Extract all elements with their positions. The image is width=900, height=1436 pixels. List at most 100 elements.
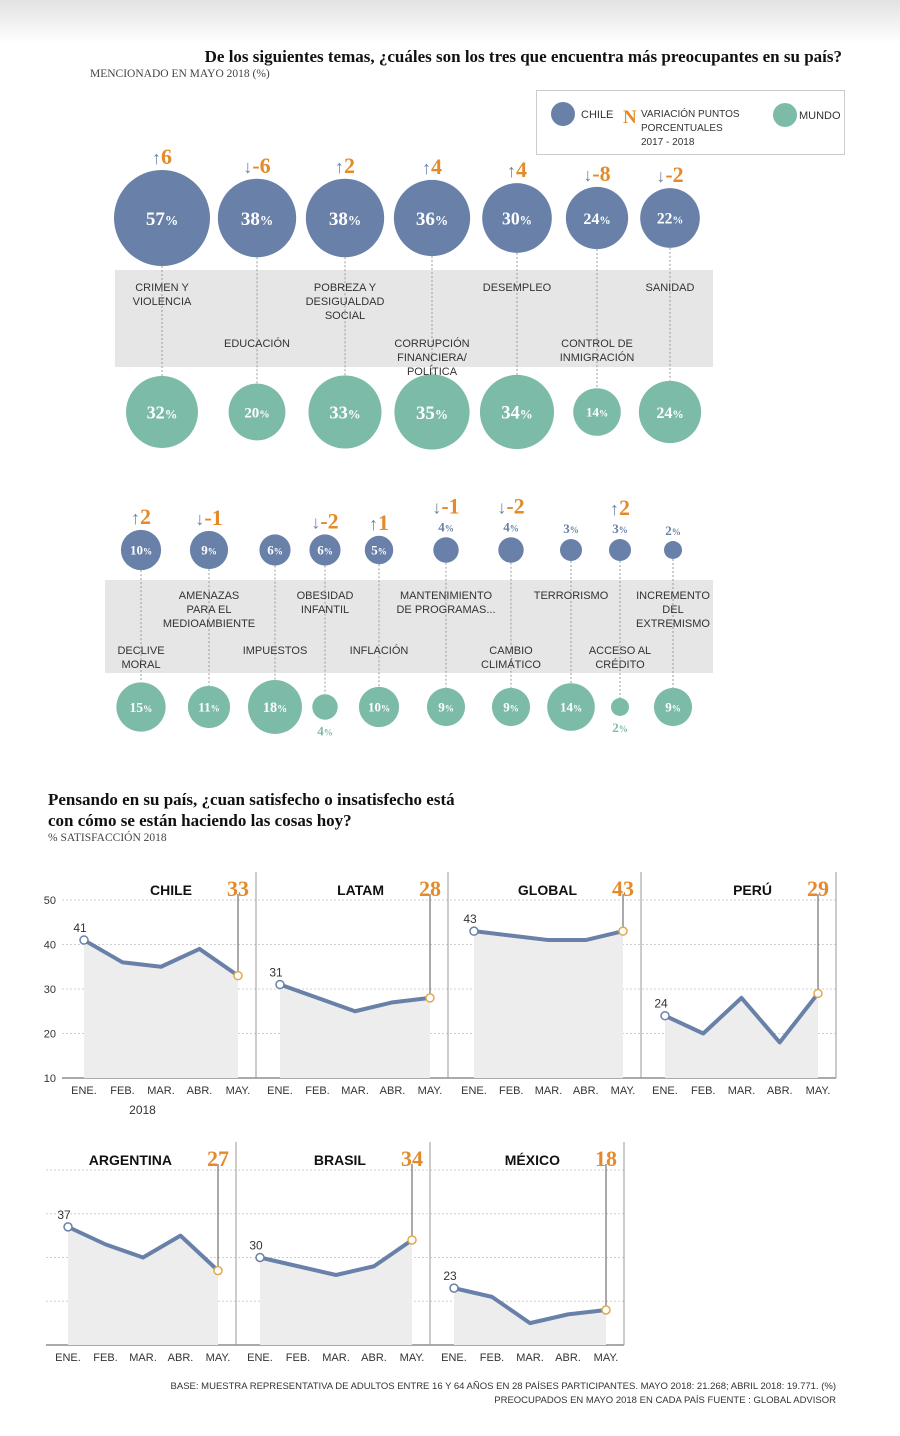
topic-label: PARA EL <box>186 604 231 616</box>
legend-variation-line1: VARIACIÓN PUNTOS <box>641 107 740 120</box>
x-tick-label: MAY. <box>400 1352 425 1364</box>
x-tick-label: ENE. <box>461 1085 487 1097</box>
series-name: PERÚ <box>733 881 772 898</box>
chile-value-label: 57% <box>146 209 178 230</box>
first-value-label: 23 <box>443 1269 457 1283</box>
mundo-bubble <box>547 683 595 731</box>
series-line <box>66 1224 220 1273</box>
topic-label: EXTREMISMO <box>636 618 710 630</box>
chile-bubble <box>559 538 583 562</box>
y-tick-label: 50 <box>44 895 56 907</box>
first-point-marker <box>79 935 89 945</box>
variation-label: ↓-2 <box>311 508 338 533</box>
topic-label: EDUCACIÓN <box>224 337 290 350</box>
last-point-marker <box>213 1265 223 1276</box>
line-chart-title-line2: con cómo se están haciendo las cosas hoy… <box>48 811 352 830</box>
chile-value-label: 6% <box>267 543 283 558</box>
chile-value-label: 3% <box>612 521 628 536</box>
last-value-label: 28 <box>419 876 441 901</box>
first-point-marker <box>449 1283 459 1293</box>
variation-label: ↑2 <box>131 504 151 529</box>
first-point-marker <box>275 979 285 990</box>
chile-value-label: 30% <box>502 208 532 228</box>
mundo-bubble <box>394 374 470 450</box>
last-value-label: 34 <box>401 1146 423 1171</box>
topic-label: INFANTIL <box>301 604 349 616</box>
year-label: 2018 <box>129 1103 156 1117</box>
x-tick-label: MAY. <box>594 1352 619 1364</box>
series-line <box>82 938 240 978</box>
bubble-chart-title: De los siguientes temas, ¿cuáles son los… <box>204 47 842 66</box>
chile-value-label: 22% <box>657 211 683 228</box>
x-tick-label: FEB. <box>480 1352 504 1364</box>
y-tick-label: 20 <box>44 1029 56 1041</box>
x-tick-label: MAY. <box>611 1085 636 1097</box>
footer-note: BASE: MUESTRA REPRESENTATIVA DE ADULTOS … <box>171 1380 836 1408</box>
mundo-value-label: 11% <box>198 700 219 715</box>
variation-label: ↓-2 <box>656 162 683 187</box>
topic-label: CORRUPCIÓN <box>394 337 469 350</box>
topic-label: OBESIDAD <box>297 590 354 602</box>
series-line <box>452 1286 608 1326</box>
chile-bubble <box>364 535 394 565</box>
x-tick-label: ABR. <box>380 1085 406 1097</box>
mundo-bubble <box>308 375 382 449</box>
first-point-marker <box>255 1252 265 1263</box>
topic-label: INFLACIÓN <box>350 644 409 657</box>
chile-value-label: 5% <box>371 543 387 558</box>
variation-label: ↓-1 <box>195 505 222 530</box>
mundo-value-label: 14% <box>560 700 582 715</box>
mundo-value-label: 18% <box>263 700 287 716</box>
topic-label: CAMBIO <box>489 645 533 657</box>
line-chart-title: Pensando en su país, ¿cuan satisfecho o … <box>48 789 455 831</box>
first-value-label: 24 <box>654 997 668 1011</box>
variation-label: ↓-6 <box>243 153 270 178</box>
x-tick-label: FEB. <box>93 1352 117 1364</box>
mundo-bubble <box>228 383 286 441</box>
topic-label: CRIMEN Y <box>135 282 189 294</box>
legend-variation-line2: PORCENTUALES <box>641 123 723 134</box>
x-tick-label: ABR. <box>767 1085 793 1097</box>
x-tick-label: MAR. <box>129 1352 157 1364</box>
chile-value-label: 6% <box>317 543 333 558</box>
x-tick-label: ABR. <box>361 1352 387 1364</box>
legend-variation-line3: 2017 - 2018 <box>641 137 695 148</box>
x-tick-label: FEB. <box>499 1085 523 1097</box>
mundo-bubble <box>312 694 338 720</box>
series-name: CHILE <box>150 882 192 898</box>
last-value-label: 18 <box>595 1146 617 1171</box>
mundo-bubble <box>248 680 302 734</box>
last-value-label: 33 <box>227 876 249 901</box>
mundo-value-label: 35% <box>416 403 448 424</box>
series-area <box>280 984 430 1078</box>
last-value-label: 29 <box>807 876 829 901</box>
mundo-bubble <box>126 376 198 448</box>
chile-bubble <box>565 186 629 250</box>
y-tick-label: 30 <box>44 984 56 996</box>
x-tick-label: ENE. <box>71 1085 97 1097</box>
x-tick-label: ABR. <box>187 1085 213 1097</box>
chile-value-label: 4% <box>503 519 519 534</box>
topic-label: MORAL <box>121 659 160 671</box>
series-line <box>472 929 625 943</box>
variation-label: ↑6 <box>152 144 172 169</box>
mundo-value-label: 9% <box>503 700 519 715</box>
first-value-label: 43 <box>463 912 477 926</box>
chile-bubble <box>664 541 682 559</box>
topic-band <box>105 580 713 673</box>
x-tick-label: ENE. <box>267 1085 293 1097</box>
chile-bubble <box>482 183 552 253</box>
series-line <box>278 982 432 1014</box>
legend-chile-swatch <box>551 102 575 126</box>
last-point-marker <box>233 970 243 981</box>
first-value-label: 41 <box>73 921 87 935</box>
x-tick-label: ENE. <box>55 1352 81 1364</box>
chile-value-label: 38% <box>329 209 361 230</box>
variation-label: ↑2 <box>610 495 630 520</box>
mundo-value-label: 32% <box>147 403 178 423</box>
chile-value-label: 36% <box>416 209 448 230</box>
first-value-label: 37 <box>57 1208 71 1222</box>
topic-label: IMPUESTOS <box>243 645 308 657</box>
chile-bubble <box>217 178 297 258</box>
